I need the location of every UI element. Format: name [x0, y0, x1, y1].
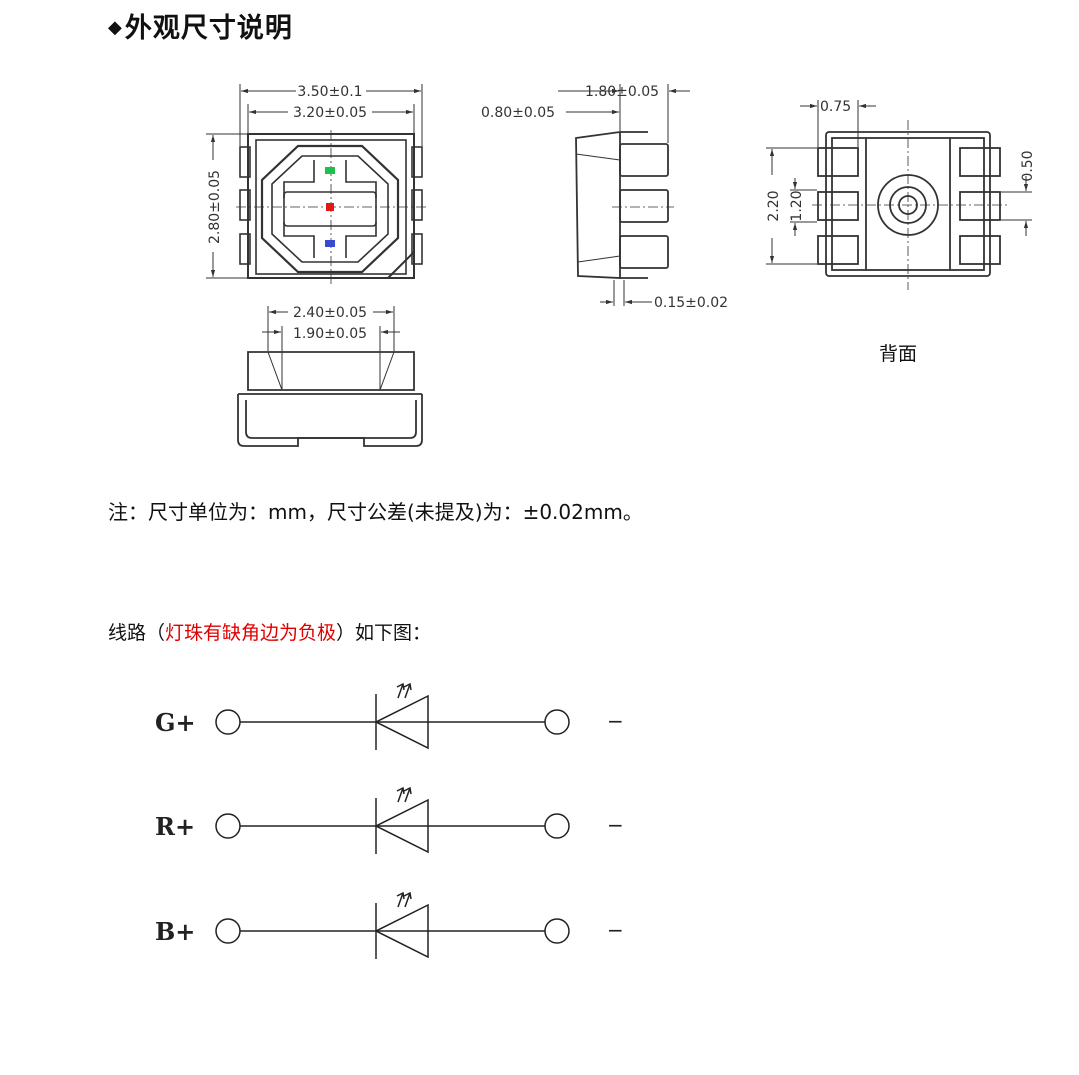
pin-label-r: R+ — [155, 812, 195, 841]
led-diode-icon — [374, 694, 429, 750]
dim-bottom-inner: 1.90±0.05 — [293, 326, 367, 342]
cathode-terminal-icon — [544, 918, 570, 944]
circuit-caption: 线路（灯珠有缺角边为负极）如下图： — [108, 618, 431, 645]
dim-side-pad: 0.15±0.02 — [654, 295, 728, 311]
dim-top-height: 2.80±0.05 — [207, 170, 223, 244]
diamond-bullet-icon: ◆ — [108, 17, 123, 38]
dim-back-pitch-outer: 2.20 — [766, 190, 782, 221]
blue-chip — [325, 240, 335, 247]
back-view-label: 背面 — [879, 343, 918, 365]
back-view — [812, 120, 1008, 290]
cathode-terminal-icon — [544, 813, 570, 839]
anode-terminal-icon — [215, 709, 241, 735]
anode-terminal-icon — [215, 918, 241, 944]
negative-label-b: − — [607, 918, 624, 942]
dim-side-depth: 1.80±0.05 — [585, 84, 659, 100]
dim-back-pitch-inner: 1.20 — [789, 190, 805, 221]
dim-top-width-inner: 3.20±0.05 — [293, 105, 367, 121]
pin-label-g: G+ — [155, 708, 196, 737]
negative-label-g: − — [607, 709, 624, 733]
circuit-caption-end: ）如下图： — [336, 622, 432, 644]
dim-side-step: 0.80±0.05 — [481, 105, 555, 121]
page-title-text: 外观尺寸说明 — [124, 13, 293, 44]
page-title: ◆外观尺寸说明 — [108, 6, 293, 45]
dim-bottom-outer: 2.40±0.05 — [293, 305, 367, 321]
circuit-row-r: R+ − — [155, 786, 624, 854]
dimension-note: 注：尺寸单位为：mm，尺寸公差(未提及)为：±0.02mm。 — [108, 500, 643, 524]
dim-back-pad-height: 0.50 — [1020, 150, 1036, 181]
top-view — [236, 130, 428, 284]
red-chip — [326, 203, 334, 211]
anode-terminal-icon — [215, 813, 241, 839]
circuit-row-g: G+ − — [155, 682, 624, 750]
led-diode-icon — [374, 903, 429, 959]
side-view — [575, 130, 674, 279]
circuit-caption-highlight: 灯珠有缺角边为负极 — [165, 622, 337, 644]
circuit-caption-start: 线路（ — [108, 622, 166, 644]
dim-back-pad-width: 0.75 — [820, 99, 851, 115]
cathode-terminal-icon — [544, 709, 570, 735]
pin-label-b: B+ — [155, 917, 195, 946]
circuit-row-b: B+ − — [155, 891, 624, 959]
dim-top-width-outer: 3.50±0.1 — [297, 84, 362, 100]
negative-label-r: − — [607, 813, 624, 837]
led-diode-icon — [374, 798, 429, 854]
green-chip — [325, 167, 335, 174]
front-view — [237, 351, 423, 447]
